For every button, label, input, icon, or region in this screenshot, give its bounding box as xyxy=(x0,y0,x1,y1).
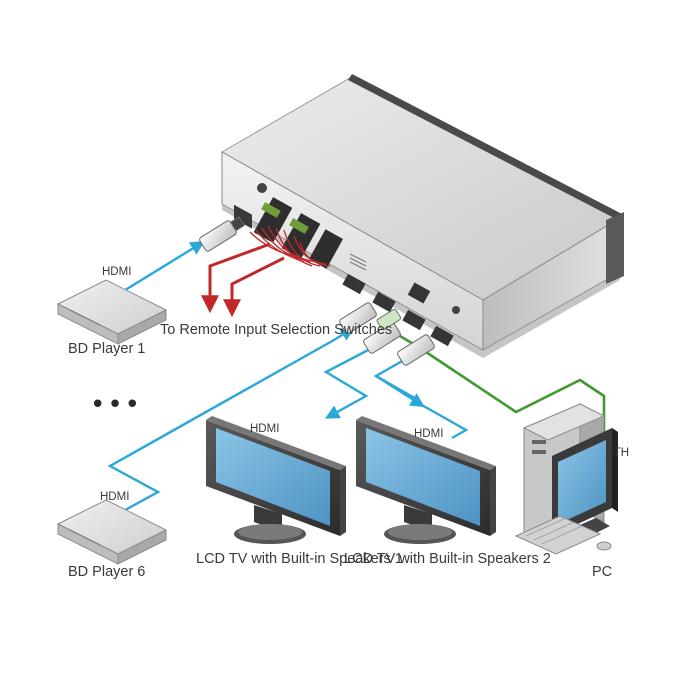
remote-label-line3: Switches xyxy=(334,322,393,338)
hdmi-label-tv1: HDMI xyxy=(250,423,280,435)
hdmi-label-bd6: HDMI xyxy=(100,491,130,503)
hdmi-label-tv2: HDMI xyxy=(414,428,444,440)
remote-arrows xyxy=(201,242,285,318)
bd-player-6-label: BD Player 6 xyxy=(68,564,146,580)
eth-label: ETH xyxy=(606,447,629,459)
ellipsis-more-players: ••• xyxy=(90,390,143,420)
remote-label-line2: Input Selection xyxy=(234,322,331,338)
lcd-tv-2-icon xyxy=(356,416,496,544)
remote-switches-label: To Remote Input Selection Switches xyxy=(160,322,392,339)
tv2-label-line1: LCD TV with xyxy=(344,551,426,567)
bluray-player-6-icon xyxy=(56,499,168,565)
hdmi-label-bd1: HDMI xyxy=(102,266,132,278)
desktop-pc-icon xyxy=(514,403,618,555)
remote-label-line1: To Remote xyxy=(160,322,231,338)
remote-wires xyxy=(249,225,331,267)
bluray-player-1-icon xyxy=(56,279,168,345)
cable-connectors xyxy=(199,216,435,366)
tv1-label-line2: Built-in Speakers 1 xyxy=(281,551,403,567)
switcher-icon xyxy=(220,74,624,358)
tv2-label: LCD TV with Built-in Speakers 2 xyxy=(344,551,551,568)
lcd-tv-1-icon xyxy=(206,416,346,544)
tv2-label-line2: Built-in Speakers 2 xyxy=(429,551,551,567)
tv1-label-line1: LCD TV with xyxy=(196,551,278,567)
pc-label: PC xyxy=(592,564,613,580)
bd-player-1-label: BD Player 1 xyxy=(68,341,146,357)
hdmi-cables xyxy=(107,240,469,516)
tv1-label: LCD TV with Built-in Speakers 1 xyxy=(196,551,403,568)
